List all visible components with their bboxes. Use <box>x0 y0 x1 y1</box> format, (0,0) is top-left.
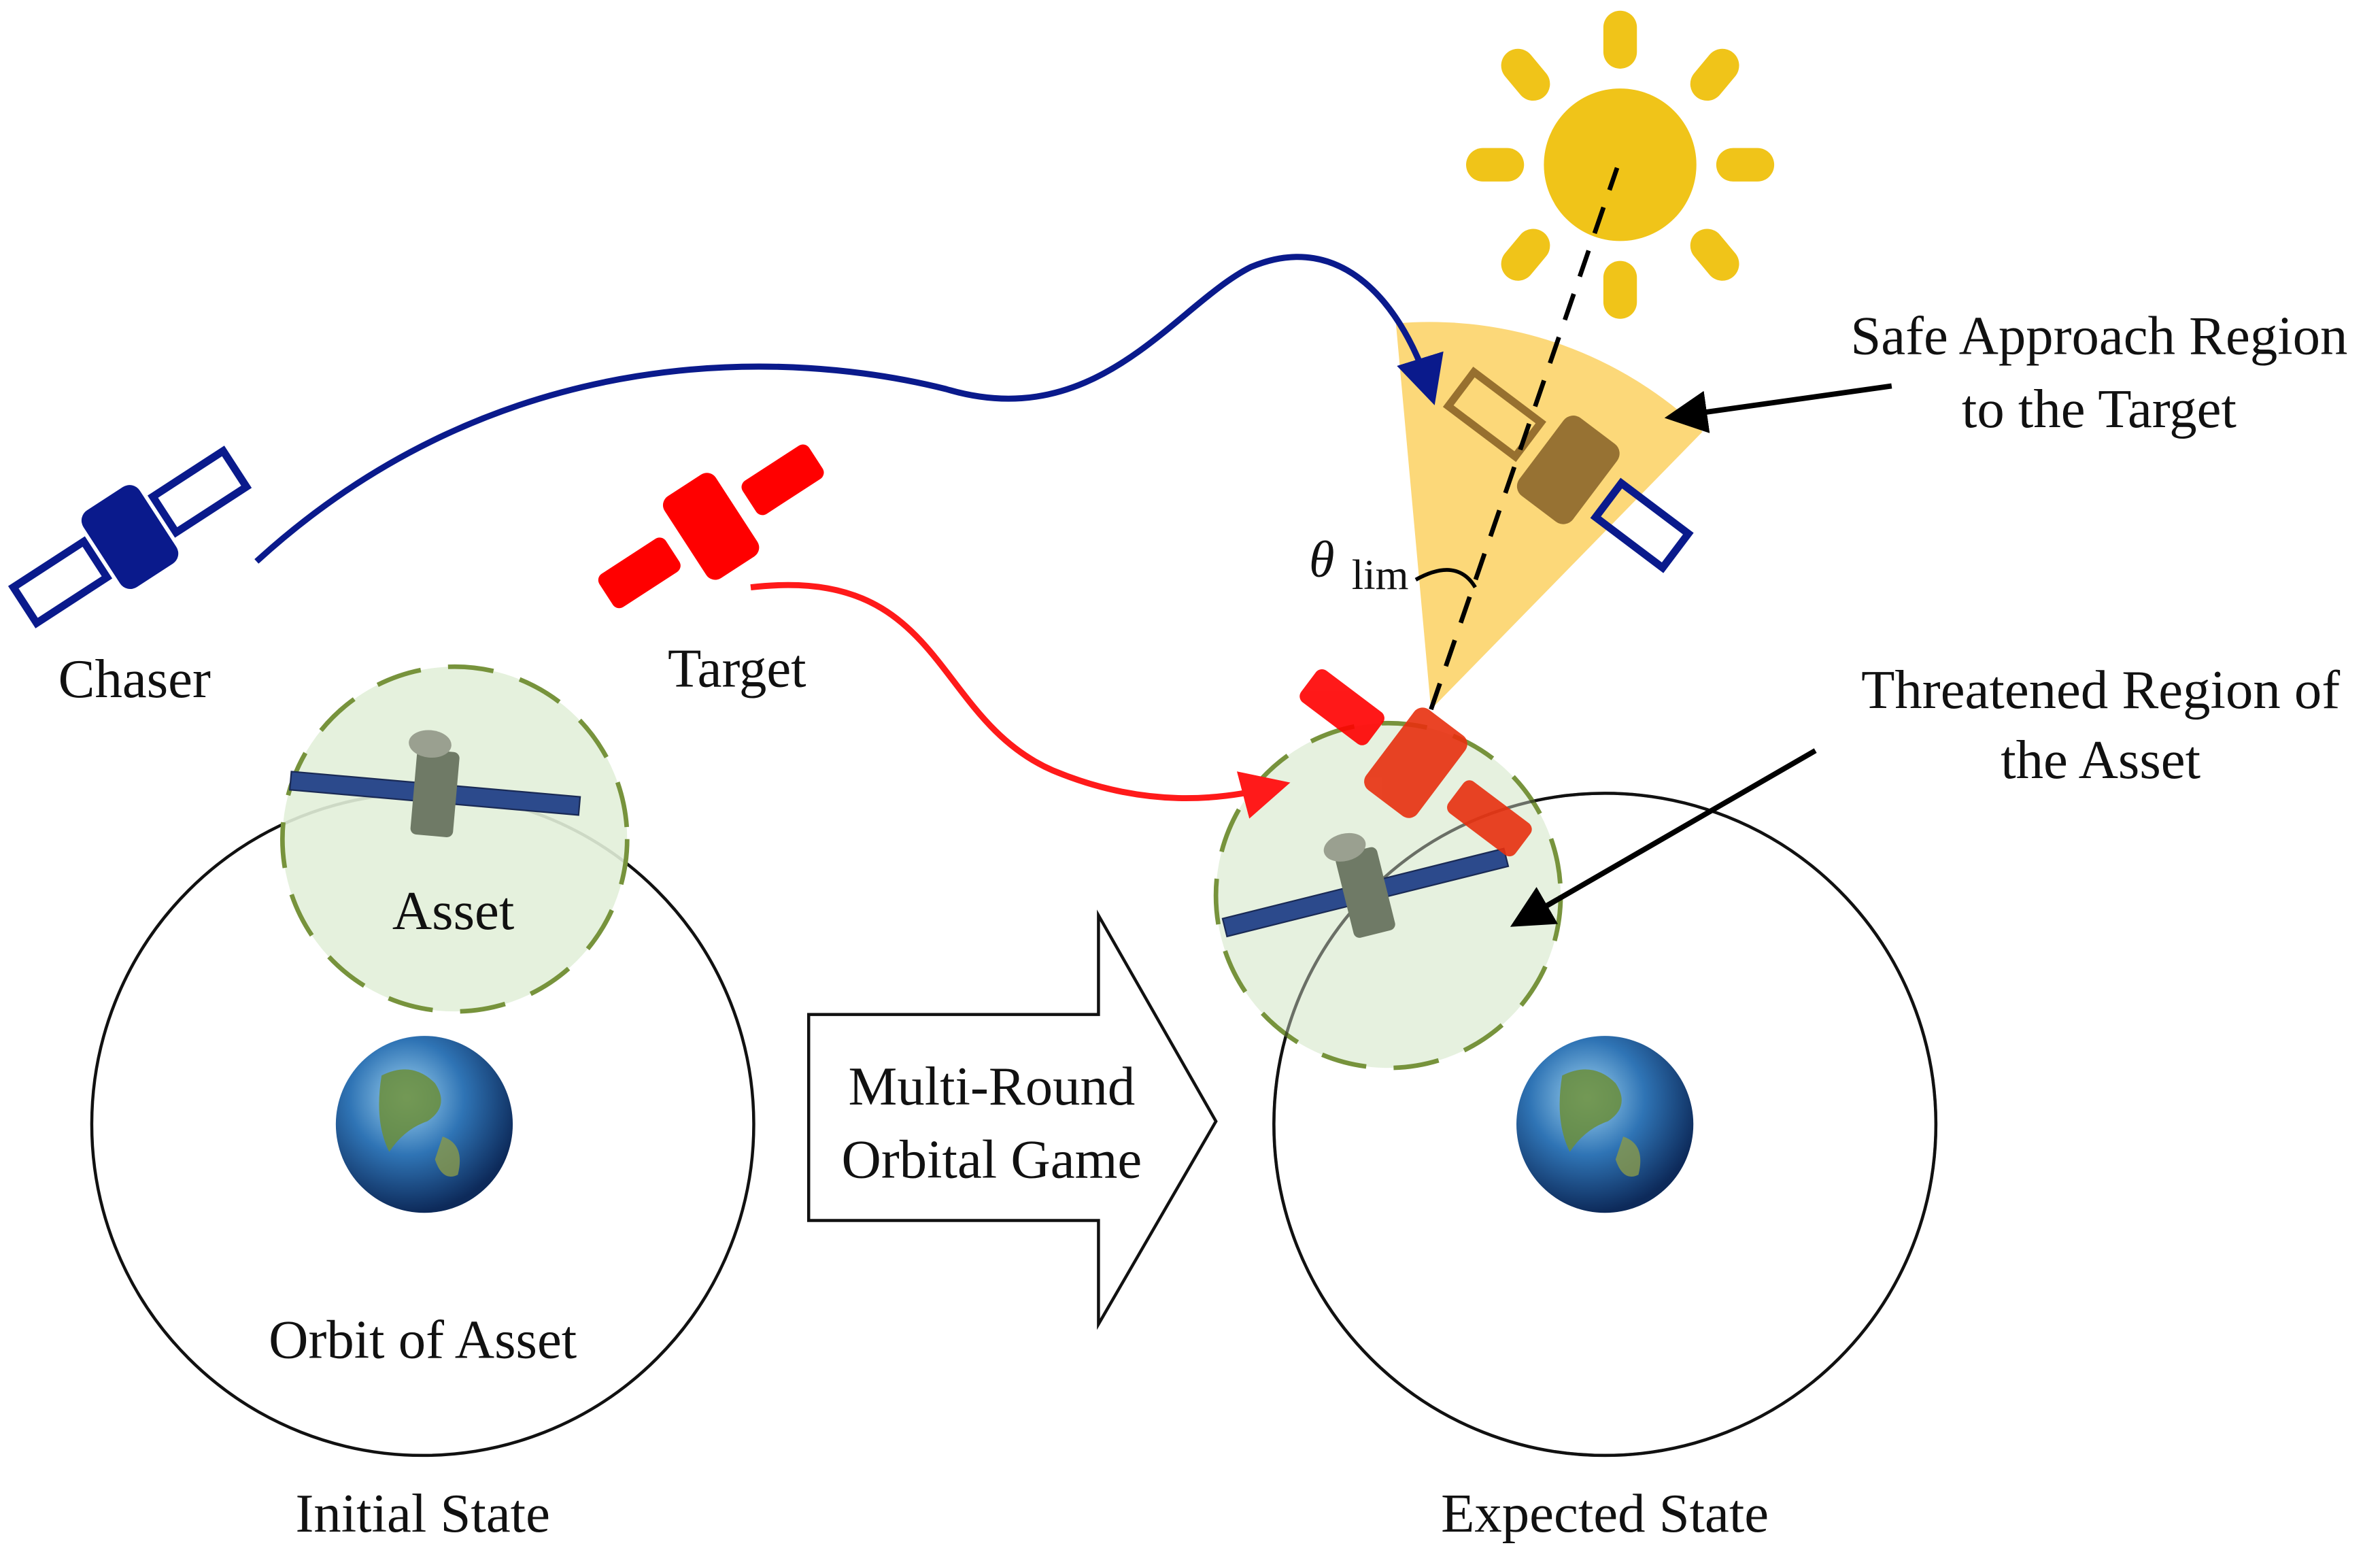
expected-state-group: Expected State <box>1213 322 1938 1544</box>
initial-state-group: Asset Orbit of Asset Initial State <box>90 664 755 1544</box>
threat-region-label-line1: Threatened Region of <box>1861 660 2340 720</box>
earth-icon <box>1516 1036 1694 1213</box>
threatened-region-left <box>279 664 630 1014</box>
chaser-trajectory <box>254 254 1444 564</box>
multi-round-game-arrow: Multi-Round Orbital Game <box>806 909 1218 1330</box>
chaser-label: Chaser <box>58 649 211 709</box>
asset-satellite-icon <box>1221 832 1510 938</box>
safe-region-pointer <box>1664 383 1892 433</box>
expected-state-label: Expected State <box>1441 1483 1769 1544</box>
asset-satellite-icon <box>288 730 581 837</box>
target-label: Target <box>668 638 806 698</box>
earth-icon <box>335 1036 513 1213</box>
theta-symbol: θ <box>1309 531 1334 588</box>
chaser-satellite-icon <box>7 445 252 628</box>
orbit-label: Orbit of Asset <box>269 1309 577 1370</box>
game-label-line1: Multi-Round <box>849 1056 1136 1117</box>
safe-region-label-line2: to the Target <box>1962 379 2237 439</box>
sun-direction-line <box>1429 167 1620 711</box>
chaser-satellite-icon <box>1442 367 1694 573</box>
target-satellite-icon <box>598 444 824 609</box>
theta-angle-arc <box>1414 568 1477 589</box>
initial-state-label: Initial State <box>295 1483 550 1544</box>
threat-region-label-line2: the Asset <box>2001 730 2200 790</box>
asset-label: Asset <box>392 881 514 941</box>
safe-region-label-line1: Safe Approach Region <box>1850 305 2347 366</box>
target-satellite-icon <box>1299 669 1532 857</box>
sun-icon <box>1466 10 1775 319</box>
game-label-line2: Orbital Game <box>842 1130 1142 1190</box>
threat-region-pointer <box>1510 748 1817 927</box>
theta-subscript: lim <box>1352 551 1409 599</box>
target-trajectory <box>750 582 1291 819</box>
